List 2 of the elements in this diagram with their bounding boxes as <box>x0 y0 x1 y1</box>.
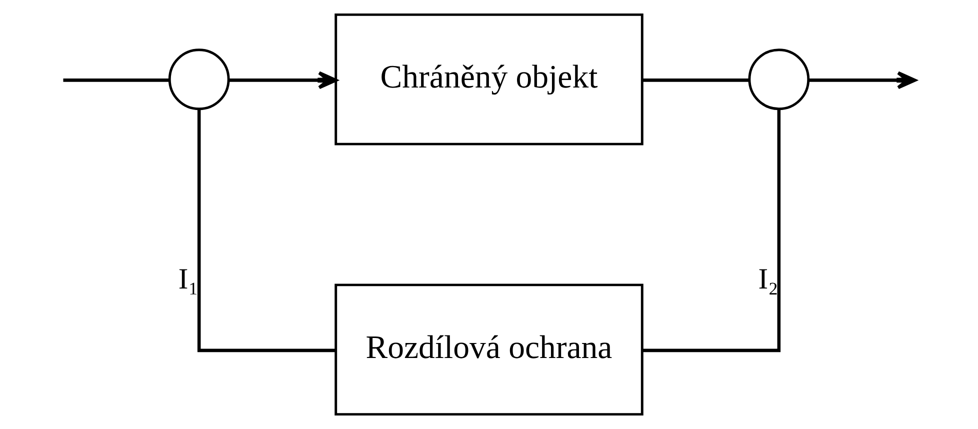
edge-label: I₁ <box>178 264 198 296</box>
edge-label: I₂ <box>758 264 778 296</box>
